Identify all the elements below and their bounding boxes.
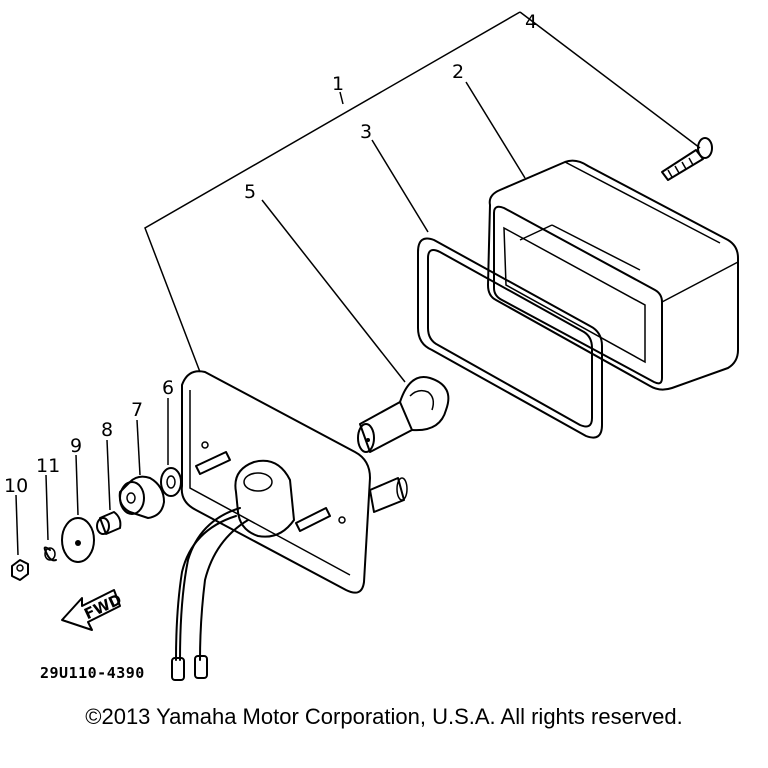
callout-6: 6 bbox=[162, 377, 174, 399]
callout-2: 2 bbox=[452, 61, 464, 83]
diagram-code: 29U110-4390 bbox=[40, 664, 145, 682]
callout-10: 10 bbox=[4, 475, 28, 497]
lens-screw bbox=[661, 137, 713, 181]
forward-arrow-icon: FWD bbox=[61, 589, 125, 631]
callout-4: 4 bbox=[525, 11, 537, 33]
callout-1: 1 bbox=[332, 73, 344, 95]
callout-5: 5 bbox=[244, 181, 256, 203]
callout-8: 8 bbox=[101, 419, 113, 441]
grommet bbox=[118, 475, 165, 519]
base-plate bbox=[171, 370, 408, 681]
plate-washer bbox=[61, 517, 95, 563]
washer bbox=[160, 467, 182, 497]
copyright-notice: ©2013 Yamaha Motor Corporation, U.S.A. A… bbox=[85, 704, 683, 729]
leader-lines bbox=[15, 11, 701, 556]
lock-washer bbox=[43, 546, 57, 562]
callout-numbers: 4 2 1 3 5 6 7 8 9 11 10 bbox=[4, 11, 537, 497]
collar bbox=[96, 511, 122, 535]
nut bbox=[11, 559, 29, 581]
bulb bbox=[357, 376, 450, 453]
callout-3: 3 bbox=[360, 121, 372, 143]
callout-11: 11 bbox=[36, 455, 60, 477]
lens-gasket bbox=[417, 237, 603, 439]
callout-7: 7 bbox=[131, 399, 143, 421]
tail-lamp-lens bbox=[487, 159, 739, 391]
callout-9: 9 bbox=[70, 435, 82, 457]
